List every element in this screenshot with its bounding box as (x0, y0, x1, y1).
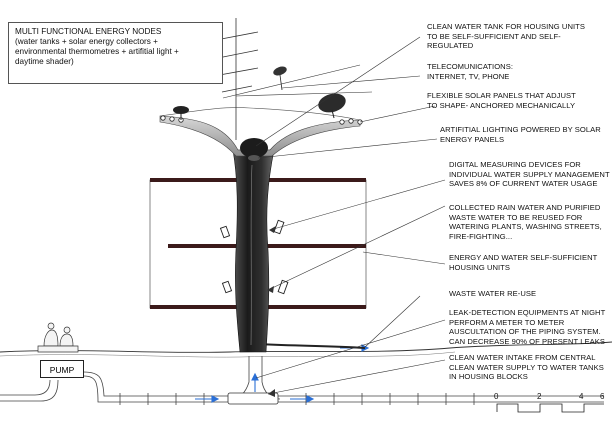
solar-dish-left (173, 106, 189, 120)
scale-tick-0: 0 (494, 392, 499, 401)
label-flexible-solar-panels: FLEXIBLE SOLAR PANELS THAT ADJUST TO SHA… (427, 91, 576, 110)
label-artificial-lighting: ARTIFITIAL LIGHTING POWERED BY SOLAR ENE… (440, 125, 601, 144)
label-waste-water-reuse: WASTE WATER RE-USE (449, 289, 537, 298)
title-line-4: daytime shader) (15, 57, 74, 66)
label-digital-measuring: DIGITAL MEASURING DEVICES FOR INDIVIDUAL… (449, 160, 610, 189)
ground-line-lower (0, 351, 456, 358)
central-pole (232, 149, 275, 353)
measuring-devices (219, 219, 289, 295)
label-collected-rain-water: COLLECTED RAIN WATER AND PURIFIED WASTE … (449, 203, 602, 241)
people-figures (37, 322, 79, 353)
title-box: MULTI FUNCTIONAL ENERGY NODES (water tan… (8, 22, 223, 84)
satellite-dish-top (273, 66, 287, 91)
waste-water-pipe (257, 343, 366, 349)
scale-tick-6: 6 (600, 392, 605, 401)
ground-line (0, 341, 612, 353)
label-clean-water-tank: CLEAN WATER TANK FOR HOUSING UNITS TO BE… (427, 22, 585, 51)
label-telecommunications: TELECOMUNICATIONS: INTERNET, TV, PHONE (427, 62, 513, 81)
label-self-sufficient-housing: ENERGY AND WATER SELF-SUFFICIENT HOUSING… (449, 253, 598, 272)
water-meter (227, 392, 279, 405)
label-clean-water-intake: CLEAN WATER INTAKE FROM CENTRAL CLEAN WA… (449, 353, 604, 382)
canopy-edge (159, 107, 361, 121)
leader-lines (222, 36, 446, 395)
solar-dish-right (318, 93, 346, 119)
title-line-3: environmental thermometres + artifitial … (15, 47, 179, 56)
leader-arrowheads (267, 226, 276, 397)
telecom-antenna (213, 18, 259, 140)
scale-tick-2: 2 (537, 392, 542, 401)
pump-box: PUMP (40, 360, 84, 378)
pole-highlight (250, 164, 253, 346)
scale-tick-4: 4 (579, 392, 584, 401)
title-line-2: (water tanks + solar energy collectors + (15, 37, 158, 46)
label-leak-detection: LEAK-DETECTION EQUIPMENTS AT NIGHT PERFO… (449, 308, 606, 346)
lighting-bulb (248, 155, 260, 161)
title-line-1: MULTI FUNCTIONAL ENERGY NODES (15, 27, 162, 36)
scale-bar (496, 403, 604, 413)
flow-arrows (195, 344, 370, 403)
